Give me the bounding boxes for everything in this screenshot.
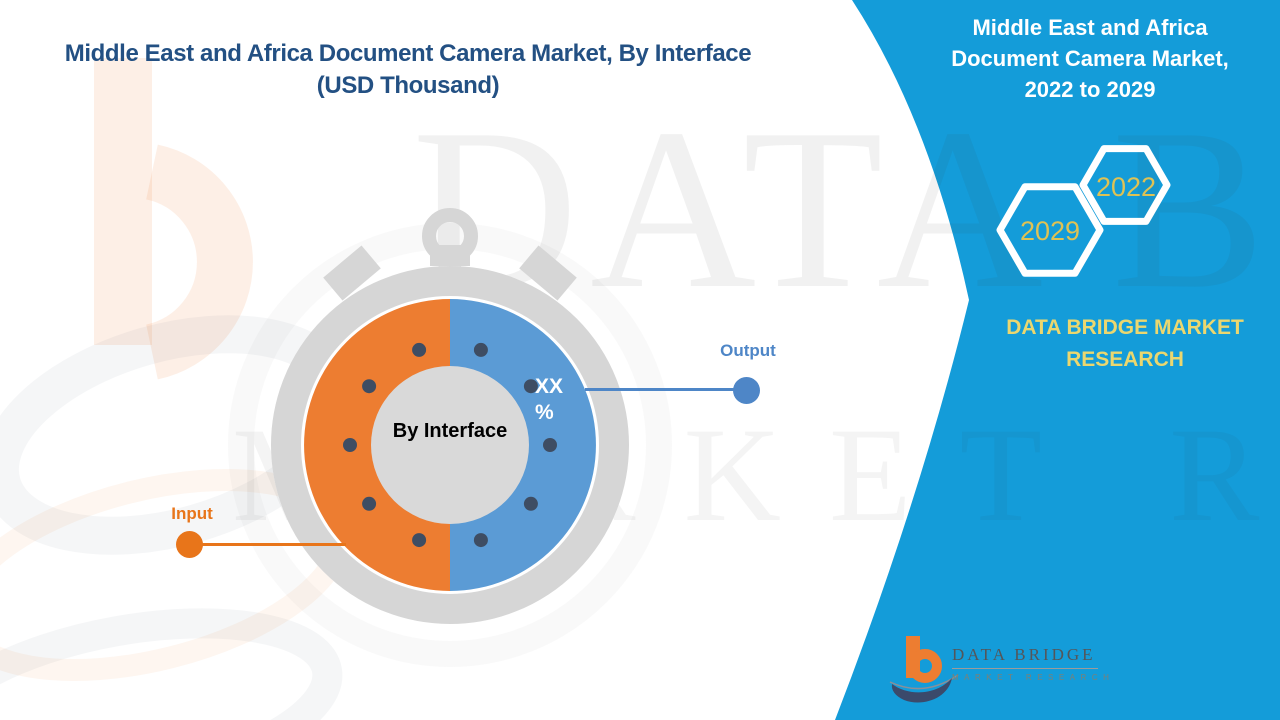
- input-callout-label: Input: [171, 504, 213, 523]
- segment-value-label: XX %: [535, 375, 564, 424]
- stopwatch-left-button: [323, 245, 381, 301]
- hexagon-2022: [1079, 145, 1171, 225]
- panel-title-line2: Document Camera Market,: [951, 46, 1229, 71]
- panel-title: Middle East and Africa Document Camera M…: [940, 12, 1240, 105]
- page-title-line2: (USD Thousand): [316, 72, 500, 99]
- side-panel-background: [835, 0, 1280, 720]
- output-callout-label: Output: [720, 341, 776, 360]
- stopwatch-right-button: [519, 245, 577, 301]
- panel-brand-text: DATA BRIDGE MARKET RESEARCH: [965, 312, 1280, 376]
- donut-center-label: By Interface: [392, 420, 508, 442]
- watermark-swoosh-bottom: [0, 608, 343, 720]
- donut-hub: [371, 366, 529, 524]
- panel-title-line3: 2022 to 2029: [1024, 77, 1156, 102]
- donut-segment-input: [304, 299, 450, 591]
- stopwatch-crown-collar: [430, 250, 470, 266]
- panel-brand-line1: DATA BRIDGE MARKET: [1006, 316, 1244, 339]
- watermark-b-stem: [94, 58, 152, 345]
- input-callout-line: [196, 543, 346, 546]
- year-badge-2029: 2029: [1019, 216, 1081, 246]
- watermark-b-bowl: [145, 144, 253, 380]
- footer-logo-rule: [952, 668, 1098, 669]
- year-badge-2022: 2022: [1095, 172, 1157, 202]
- page-title-line1: Middle East and Africa Document Camera M…: [64, 40, 752, 67]
- footer-logo-brand: DATA BRIDGE: [952, 645, 1096, 664]
- panel-brand-line2: RESEARCH: [1066, 348, 1184, 371]
- year-hexagons: [996, 145, 1171, 277]
- donut-segment-output: [450, 299, 596, 591]
- footer-logo-tagline: MARKET RESEARCH: [952, 673, 1115, 682]
- dial-dots: [343, 342, 557, 548]
- hexagon-2029: [996, 183, 1104, 277]
- page-title: Middle East and Africa Document Camera M…: [58, 38, 758, 102]
- footer-logo-mark: [889, 636, 959, 703]
- footer-logo-text: DATA BRIDGE MARKET RESEARCH: [952, 645, 1152, 682]
- output-callout-dot: [733, 377, 760, 404]
- input-callout-dot: [176, 531, 203, 558]
- logo-d-swoosh: [891, 678, 952, 703]
- stopwatch-bezel: [271, 266, 629, 624]
- output-callout-line: [585, 388, 737, 391]
- logo-b-bowl: [908, 649, 942, 683]
- panel-title-line1: Middle East and Africa: [972, 15, 1208, 40]
- stopwatch-donut-chart: [271, 208, 629, 624]
